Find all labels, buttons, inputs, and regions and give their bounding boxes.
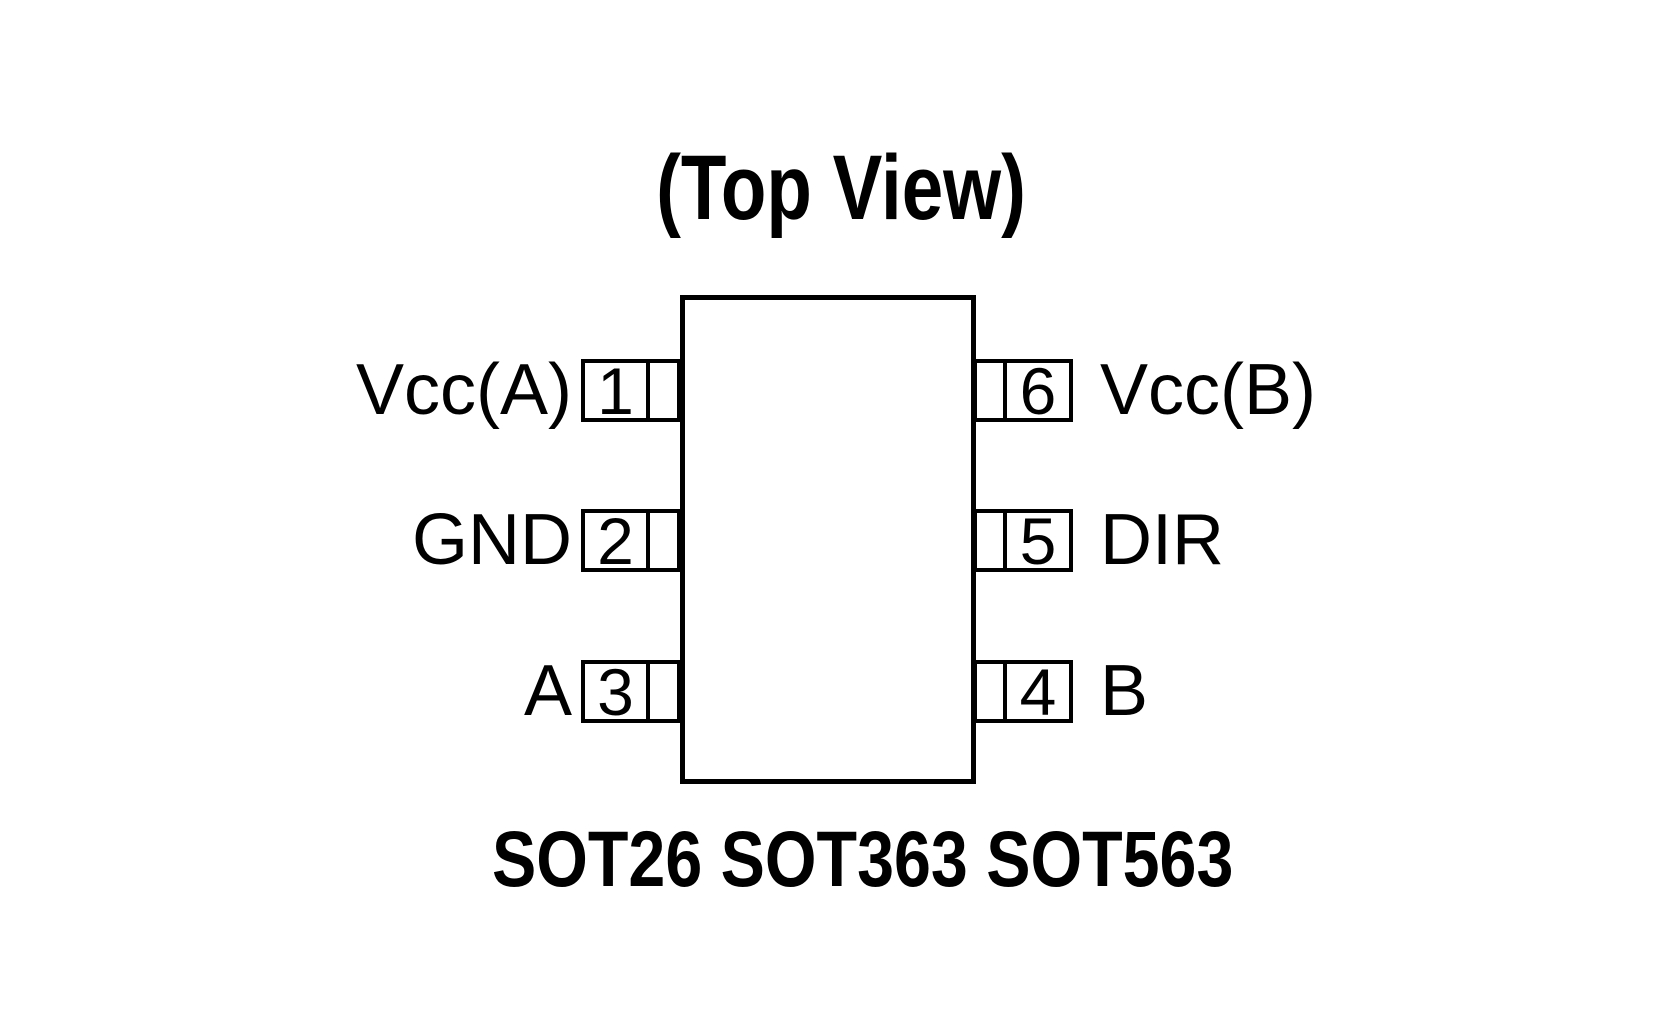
pin-2-number: 2: [597, 503, 634, 578]
package-names-caption: SOT26 SOT363 SOT563: [492, 814, 1234, 903]
pin-5-label: DIR: [1100, 500, 1224, 580]
pin-6-divider: [1003, 363, 1007, 418]
diagram-title: (Top View): [656, 137, 1026, 239]
pin-6-label: Vcc(B): [1100, 350, 1316, 430]
pin-6-box: 6: [973, 353, 1073, 428]
pin-1-label: Vcc(A): [356, 350, 572, 430]
pin-5-box: 5: [973, 503, 1073, 578]
pin-3-label: A: [523, 651, 572, 731]
pin-5-divider: [1003, 513, 1007, 568]
pin-6-number: 6: [1019, 353, 1057, 428]
pin-3-divider: [646, 664, 650, 719]
pin-4-label: B: [1100, 651, 1149, 731]
pin-3-box: 3: [581, 654, 681, 729]
pin-4-box: 4: [973, 654, 1073, 729]
pin-2-divider: [646, 513, 650, 568]
pin-3-number: 3: [597, 654, 634, 729]
pin-1-number: 1: [597, 353, 634, 428]
pin-2-label: GND: [412, 500, 572, 580]
pin-4-divider: [1003, 664, 1007, 719]
pin-4-number: 4: [1019, 654, 1057, 729]
pin-5-number: 5: [1019, 503, 1057, 578]
pin-1-divider: [646, 363, 650, 418]
chip-body: [680, 295, 976, 784]
pin-2-box: 2: [581, 503, 681, 578]
pin-1-box: 1: [581, 353, 681, 428]
